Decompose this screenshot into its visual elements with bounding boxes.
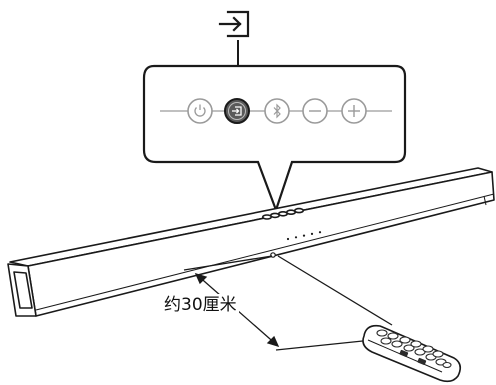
- volume-up-icon: [348, 105, 360, 117]
- remote-control: [362, 324, 462, 383]
- input-source-callout-icon: [218, 10, 250, 38]
- input-source-button: [224, 98, 250, 124]
- control-panel-zoom: [142, 64, 407, 214]
- input-source-icon: [232, 106, 242, 116]
- volume-up-button: [341, 98, 367, 124]
- soundbar-top-buttons: [261, 207, 304, 220]
- remote-keys: [376, 329, 452, 369]
- power-icon: [194, 104, 206, 117]
- power-button: [187, 98, 213, 124]
- indicator-dots: [286, 231, 322, 241]
- bluetooth-icon: [273, 103, 281, 119]
- distance-label: 约30厘米: [162, 294, 239, 316]
- soundbar: [7, 167, 495, 317]
- volume-down-button: [302, 98, 328, 124]
- bluetooth-button: [264, 98, 290, 124]
